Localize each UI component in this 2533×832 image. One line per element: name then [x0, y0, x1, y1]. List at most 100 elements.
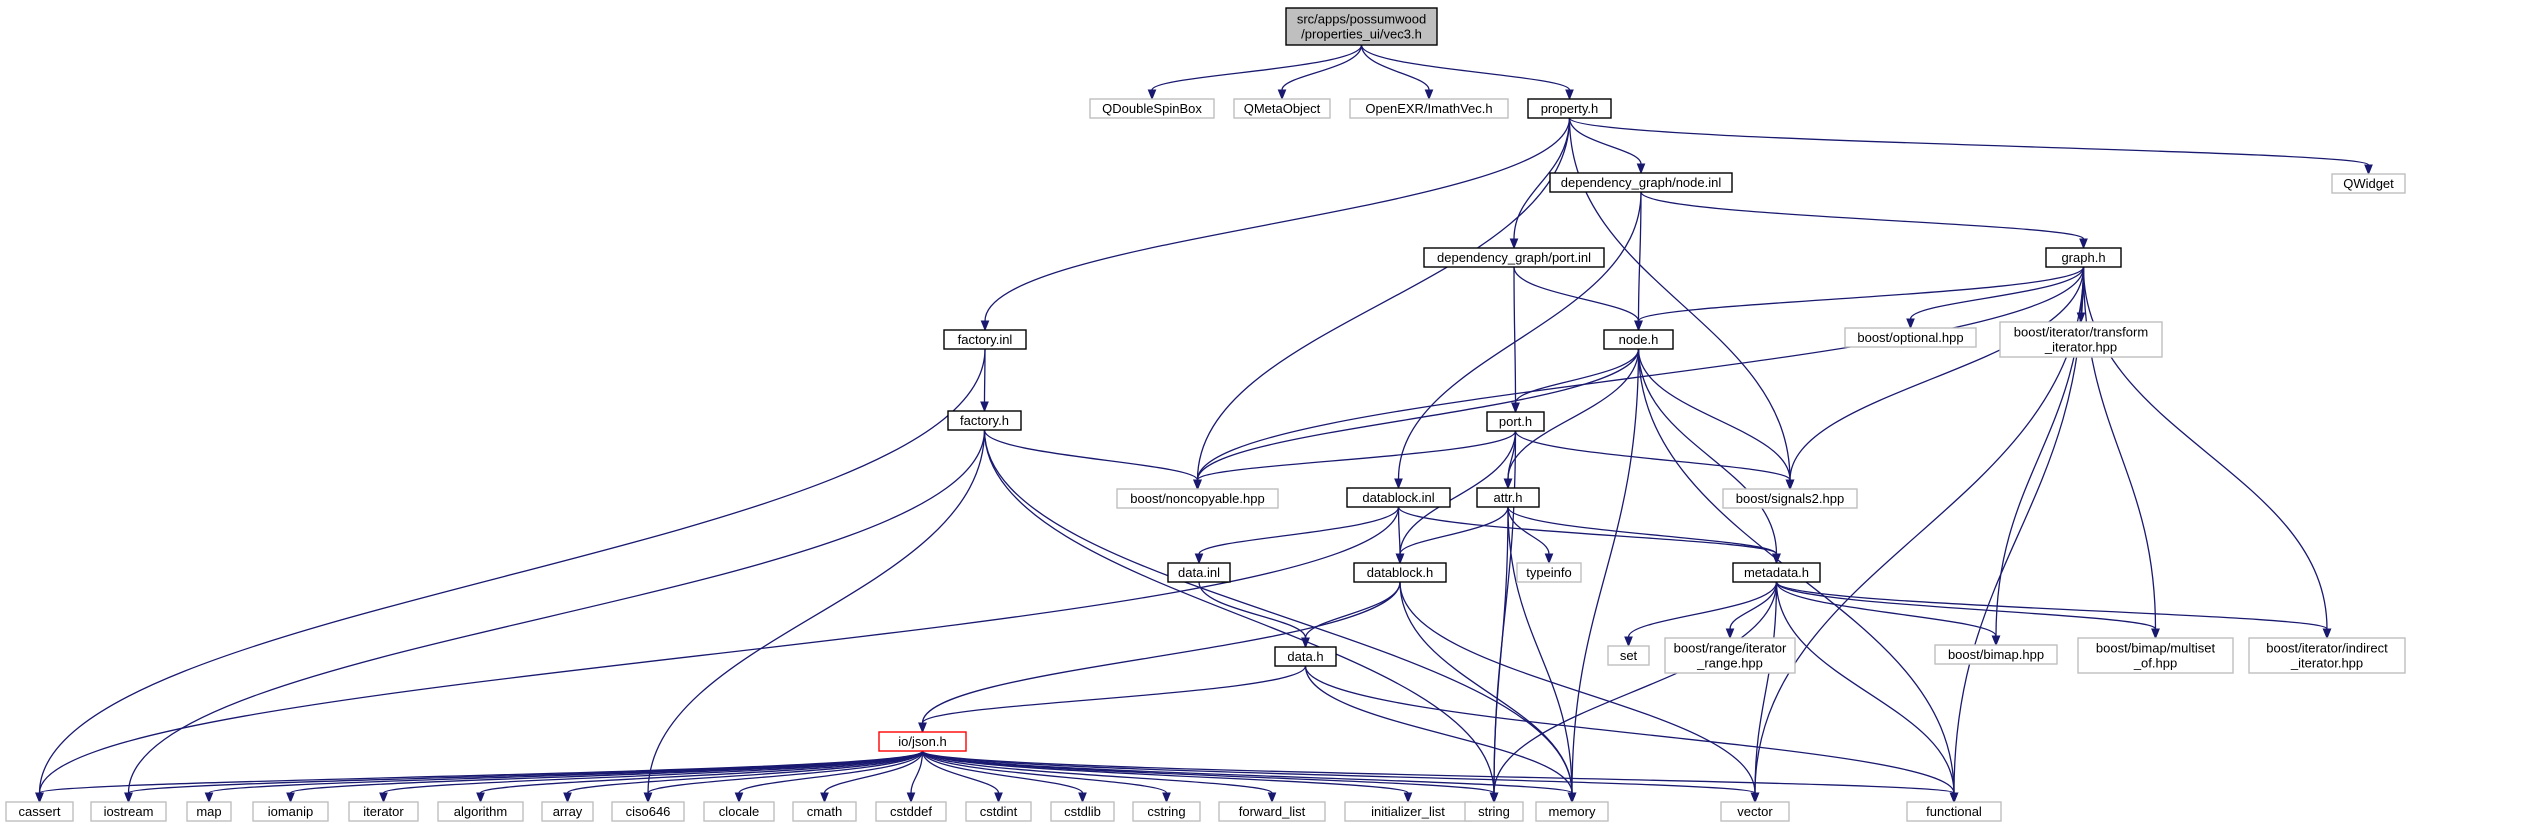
node-transformit[interactable]: boost/iterator/transform_iterator.hpp [1999, 321, 2163, 358]
node-label: array [553, 804, 583, 819]
node-optional[interactable]: boost/optional.hpp [1844, 327, 1977, 348]
node-porth[interactable]: port.h [1486, 411, 1545, 432]
node-iterator[interactable]: iterator [348, 801, 419, 822]
node-datah[interactable]: data.h [1274, 646, 1337, 667]
node-label: dependency_graph/port.inl [1437, 250, 1591, 265]
node-label: _iterator.hpp [2044, 340, 2117, 355]
node-box [1607, 645, 1650, 666]
node-label: /properties_ui/vec3.h [1301, 27, 1422, 42]
node-box [965, 801, 1032, 822]
node-vector[interactable]: vector [1720, 801, 1790, 822]
node-label: io/json.h [898, 734, 946, 749]
node-vec3[interactable]: src/apps/possumwood/properties_ui/vec3.h [1285, 7, 1438, 46]
node-label: memory [1549, 804, 1596, 819]
node-string[interactable]: string [1464, 801, 1524, 822]
edge-datablockh-to-vector [1399, 581, 1760, 804]
node-property[interactable]: property.h [1527, 98, 1612, 119]
node-map[interactable]: map [186, 801, 232, 822]
node-box [1476, 487, 1540, 508]
node-label: port.h [1499, 414, 1532, 429]
node-openexr[interactable]: OpenEXR/ImathVec.h [1349, 98, 1509, 119]
node-label: boost/noncopyable.hpp [1130, 491, 1264, 506]
node-jsonh[interactable]: io/json.h [878, 731, 967, 752]
node-box [1167, 562, 1231, 583]
node-box [186, 801, 232, 822]
node-cstddef[interactable]: cstddef [875, 801, 947, 822]
node-factoryinl[interactable]: factory.inl [943, 329, 1027, 350]
node-qwidget[interactable]: QWidget [2331, 173, 2406, 194]
node-label: string [1478, 804, 1510, 819]
edge-attrh-to-string [1489, 506, 1509, 804]
edge-vec3-to-property [1360, 44, 1574, 101]
node-nodeh[interactable]: node.h [1603, 329, 1674, 350]
node-cmath[interactable]: cmath [792, 801, 857, 822]
node-label: node.h [1619, 332, 1659, 347]
edge-vec3-to-qmetaobject [1277, 44, 1363, 101]
node-noncopyable[interactable]: boost/noncopyable.hpp [1116, 488, 1279, 509]
node-box [1549, 172, 1733, 193]
node-multiset[interactable]: boost/bimap/multiset_of.hpp [2077, 637, 2234, 674]
edge-metadatah-to-indirectit [1775, 581, 2332, 640]
node-label: iomanip [268, 804, 314, 819]
node-cstdint[interactable]: cstdint [965, 801, 1032, 822]
node-metadatah[interactable]: metadata.h [1732, 562, 1821, 583]
node-label: ciso646 [626, 804, 671, 819]
node-label: vector [1737, 804, 1773, 819]
node-box [1844, 327, 1977, 348]
node-box [875, 801, 947, 822]
edge-metadatah-to-rangeit [1725, 581, 1778, 640]
node-label: cmath [807, 804, 842, 819]
node-signals2[interactable]: boost/signals2.hpp [1722, 488, 1858, 509]
node-forward-list[interactable]: forward_list [1218, 801, 1326, 822]
node-initializer-list[interactable]: initializer_list [1344, 801, 1472, 822]
edge-datah-to-jsonh [918, 665, 1307, 734]
node-clocale[interactable]: clocale [703, 801, 775, 822]
node-datablockh[interactable]: datablock.h [1353, 562, 1447, 583]
node-functional[interactable]: functional [1906, 801, 2002, 822]
node-bimap[interactable]: boost/bimap.hpp [1934, 644, 2058, 665]
node-ciso646[interactable]: ciso646 [611, 801, 685, 822]
node-indirectit[interactable]: boost/iterator/indirect_iterator.hpp [2248, 637, 2406, 674]
node-box [541, 801, 594, 822]
node-cstdlib[interactable]: cstdlib [1050, 801, 1115, 822]
node-label: metadata.h [1744, 565, 1809, 580]
edge-metadatah-to-multiset [1775, 581, 2160, 640]
node-box [1720, 801, 1790, 822]
node-algorithm[interactable]: algorithm [437, 801, 524, 822]
edge-nodeinl-to-graph [1640, 191, 2088, 250]
node-label: functional [1926, 804, 1982, 819]
node-box [437, 801, 524, 822]
edge-jsonh-to-vector [921, 750, 1760, 804]
node-datablockinl[interactable]: datablock.inl [1346, 487, 1451, 508]
node-rangeit[interactable]: boost/range/iterator_range.hpp [1664, 637, 1796, 674]
node-graph[interactable]: graph.h [2045, 247, 2122, 268]
edge-jsonh-to-cstdlib [921, 750, 1087, 804]
node-nodeinl[interactable]: dependency_graph/node.inl [1549, 172, 1733, 193]
node-set[interactable]: set [1607, 645, 1650, 666]
node-iostream[interactable]: iostream [90, 801, 167, 822]
node-box [878, 731, 967, 752]
edge-graph-to-optional [1906, 266, 2085, 330]
node-qmetaobject[interactable]: QMetaObject [1233, 98, 1331, 119]
node-label: property.h [1541, 101, 1599, 116]
node-cassert[interactable]: cassert [5, 801, 74, 822]
node-label: boost/bimap.hpp [1948, 647, 2044, 662]
edge-jsonh-to-iomanip [286, 750, 924, 804]
node-datainl[interactable]: data.inl [1167, 562, 1231, 583]
node-iomanip[interactable]: iomanip [252, 801, 329, 822]
node-factoryh[interactable]: factory.h [947, 410, 1022, 431]
edge-jsonh-to-functional [921, 750, 1959, 804]
node-typeinfo[interactable]: typeinfo [1516, 562, 1582, 583]
node-box [1423, 247, 1605, 268]
node-qdoublespinbox[interactable]: QDoubleSpinBox [1089, 98, 1215, 119]
node-label: OpenEXR/ImathVec.h [1365, 101, 1492, 116]
node-label: algorithm [454, 804, 507, 819]
node-cstring[interactable]: cstring [1132, 801, 1201, 822]
node-memory[interactable]: memory [1535, 801, 1609, 822]
node-array[interactable]: array [541, 801, 594, 822]
node-box [1722, 488, 1858, 509]
node-box [1218, 801, 1326, 822]
node-portinl[interactable]: dependency_graph/port.inl [1423, 247, 1605, 268]
node-attrh[interactable]: attr.h [1476, 487, 1540, 508]
